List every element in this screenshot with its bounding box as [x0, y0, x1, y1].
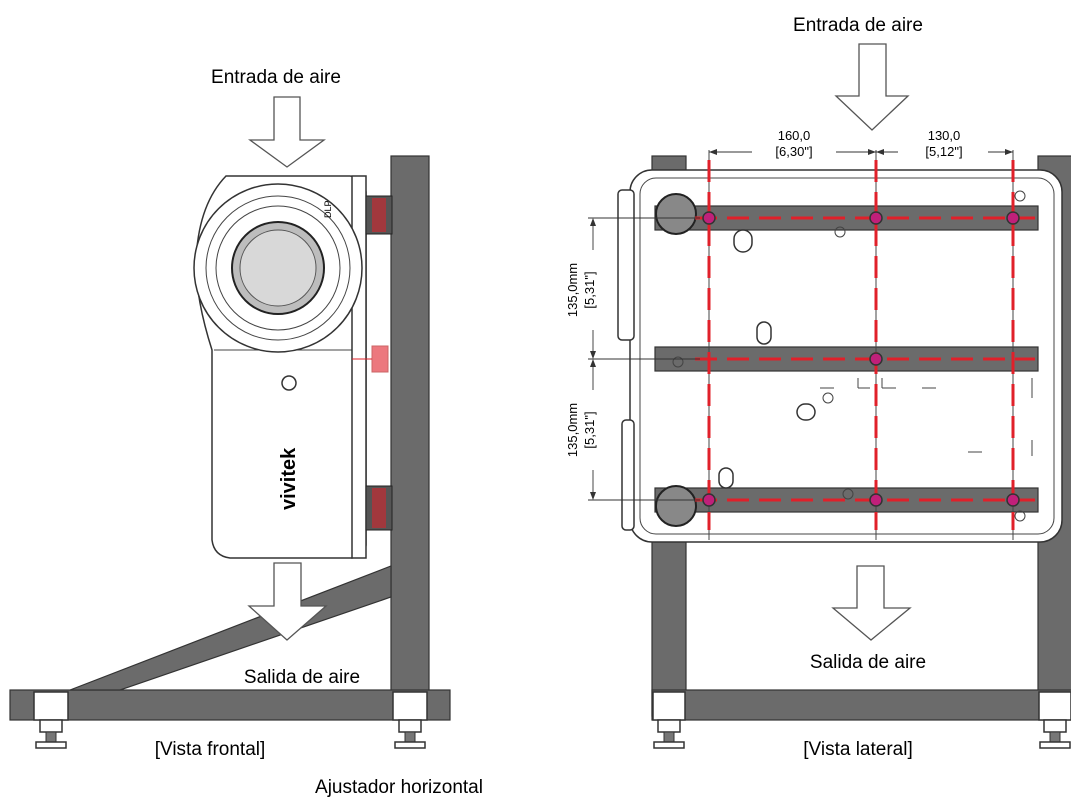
front-air-intake-arrow: [248, 96, 326, 168]
dimension-height: 135,0mm [5,31"] 135,0mm [5,31"]: [565, 217, 700, 501]
width-right-mm: 130,0: [928, 128, 961, 143]
brand-logo: vivitek: [278, 447, 300, 510]
width-left-in: [6,30"]: [775, 144, 812, 159]
width-left-mm: 160,0: [778, 128, 811, 143]
side-base-bar: [651, 689, 1071, 721]
side-view-label: [Vista lateral]: [803, 739, 912, 760]
side-rail-bottom: [654, 487, 1039, 513]
side-air-outlet-label: Salida de aire: [810, 652, 926, 673]
front-air-outlet-arrow: [247, 562, 328, 641]
front-foot-right: [392, 691, 428, 749]
front-view: Entrada de aire: [9, 67, 451, 760]
front-bracket-top: [365, 195, 393, 235]
side-foot-right: [1038, 691, 1071, 749]
dimension-width: 160,0 [6,30"] 130,0 [5,12"]: [709, 128, 1013, 159]
width-right-in: [5,12"]: [925, 144, 962, 159]
dlp-badge: DLP: [323, 200, 333, 218]
side-rail-top: [654, 205, 1039, 231]
side-foot-top-left: [655, 193, 697, 235]
height-top-mm: 135,0mm: [565, 263, 580, 317]
mount-points: [702, 211, 1020, 507]
mount-line-grid: [695, 160, 1035, 530]
side-foot-bottom-left: [655, 485, 697, 527]
height-top-in: [5,31"]: [582, 271, 597, 308]
side-view: Entrada de aire: [565, 15, 1071, 760]
side-air-intake-arrow: [834, 43, 910, 131]
front-projector-body: vivitek DLP: [193, 175, 367, 559]
front-base-bar: [9, 689, 451, 721]
horizontal-adjuster-label: Ajustador horizontal: [315, 777, 483, 798]
height-bottom-in: [5,31"]: [582, 411, 597, 448]
side-air-outlet-arrow: [831, 565, 912, 641]
front-bracket-mid: [352, 345, 389, 373]
side-foot-left: [652, 691, 686, 749]
height-bottom-mm: 135,0mm: [565, 403, 580, 457]
front-vertical-post: [390, 155, 430, 695]
front-bracket-bottom: [365, 485, 393, 531]
side-air-intake-label: Entrada de aire: [793, 15, 923, 36]
front-air-intake-label: Entrada de aire: [211, 67, 341, 88]
ir-sensor-icon: [281, 375, 297, 391]
front-foot-left: [33, 691, 69, 749]
front-air-outlet-label: Salida de aire: [244, 667, 360, 688]
front-view-label: [Vista frontal]: [155, 739, 266, 760]
side-rail-mid: [654, 346, 1039, 372]
